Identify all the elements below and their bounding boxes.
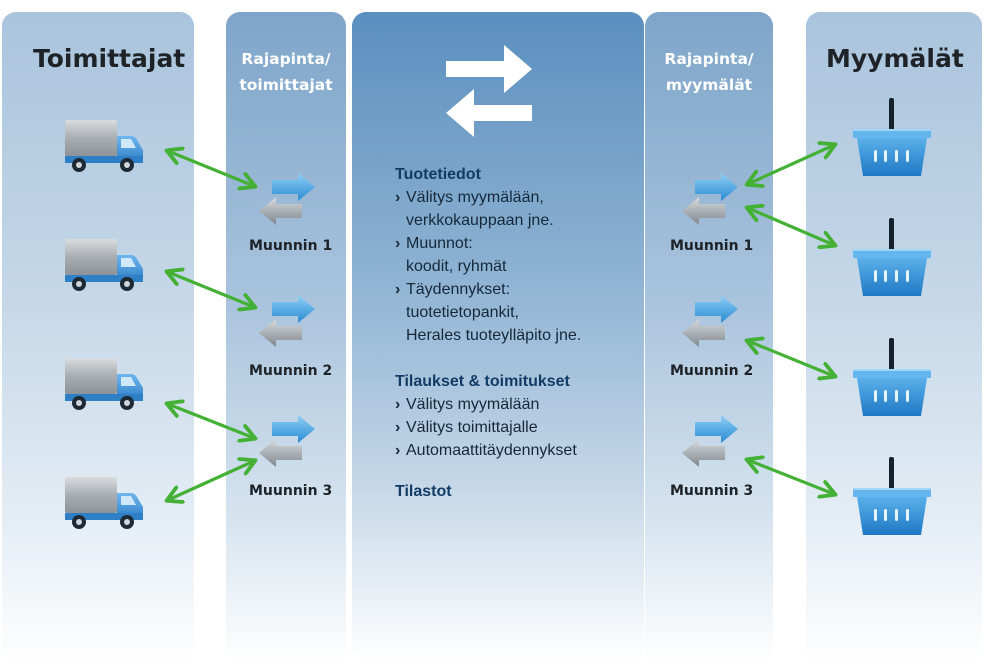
- list-item: › Välitys myymälään: [395, 393, 635, 416]
- integration-functions-list: Tuotetiedot › Välitys myymälään, verkkok…: [395, 163, 635, 503]
- item-line: Automaattitäydennykset: [406, 442, 577, 459]
- item-line: Välitys toimittajalle: [406, 419, 538, 436]
- store-interface-title-line1: Rajapinta/: [664, 50, 754, 68]
- bullet-icon: ›: [395, 281, 401, 298]
- item-line: koodit, ryhmät: [406, 258, 507, 275]
- section-heading-orders-deliveries: Tilaukset & toimitukset: [395, 373, 570, 390]
- bullet-icon: ›: [395, 419, 401, 436]
- item-line: Herales tuoteylläpito jne.: [406, 327, 582, 344]
- double-headed-arrow: [168, 272, 254, 307]
- supplier-interface-title: Rajapinta/ toimittajat: [226, 46, 346, 98]
- suppliers-title: Toimittajat: [33, 44, 186, 73]
- double-headed-arrow: [748, 145, 834, 184]
- double-headed-arrow: [748, 341, 834, 376]
- list-item: › Täydennykset: tuotetietopankit, Herale…: [395, 278, 635, 347]
- exchange-icon: [446, 45, 532, 137]
- double-headed-arrow: [168, 404, 254, 438]
- section-product-data: Tuotetiedot › Välitys myymälään, verkkok…: [395, 163, 635, 347]
- list-item: › Automaattitäydennykset: [395, 439, 635, 462]
- item-line: Välitys myymälään: [406, 396, 540, 413]
- double-headed-arrow: [748, 208, 834, 245]
- converter-label-right-3: Muunnin 3: [670, 483, 754, 499]
- supplier-interface-title-line2: toimittajat: [239, 76, 333, 94]
- section-heading-statistics: Tilastot: [395, 483, 452, 500]
- bullet-icon: ›: [395, 442, 401, 459]
- bullet-icon: ›: [395, 189, 401, 206]
- bullet-icon: ›: [395, 396, 401, 413]
- store-interface-title-line2: myymälät: [665, 76, 753, 94]
- item-line: verkkokauppaan jne.: [406, 212, 554, 229]
- item-line: Välitys myymälään,: [406, 189, 544, 206]
- item-line: Täydennykset:: [406, 281, 511, 298]
- converter-label-left-2: Muunnin 2: [249, 363, 333, 379]
- double-headed-arrow: [168, 461, 254, 500]
- double-headed-arrow: [168, 151, 254, 186]
- store-interface-title: Rajapinta/ myymälät: [645, 46, 773, 98]
- converter-label-right-2: Muunnin 2: [670, 363, 754, 379]
- double-headed-arrow: [748, 460, 834, 494]
- list-item: › Välitys myymälään, verkkokauppaan jne.: [395, 186, 635, 232]
- stores-title: Myymälät: [826, 44, 964, 73]
- item-line: Muunnot:: [406, 235, 473, 252]
- section-statistics: Tilastot: [395, 480, 635, 503]
- section-heading-product-data: Tuotetiedot: [395, 166, 481, 183]
- converter-label-left-3: Muunnin 3: [249, 483, 333, 499]
- section-orders-deliveries: Tilaukset & toimitukset › Välitys myymäl…: [395, 370, 635, 462]
- converter-label-right-1: Muunnin 1: [670, 238, 754, 254]
- list-item: › Välitys toimittajalle: [395, 416, 635, 439]
- bullet-icon: ›: [395, 235, 401, 252]
- converter-label-left-1: Muunnin 1: [249, 238, 333, 254]
- list-item: › Muunnot: koodit, ryhmät: [395, 232, 635, 278]
- item-line: tuotetietopankit,: [406, 304, 519, 321]
- supplier-interface-title-line1: Rajapinta/: [241, 50, 331, 68]
